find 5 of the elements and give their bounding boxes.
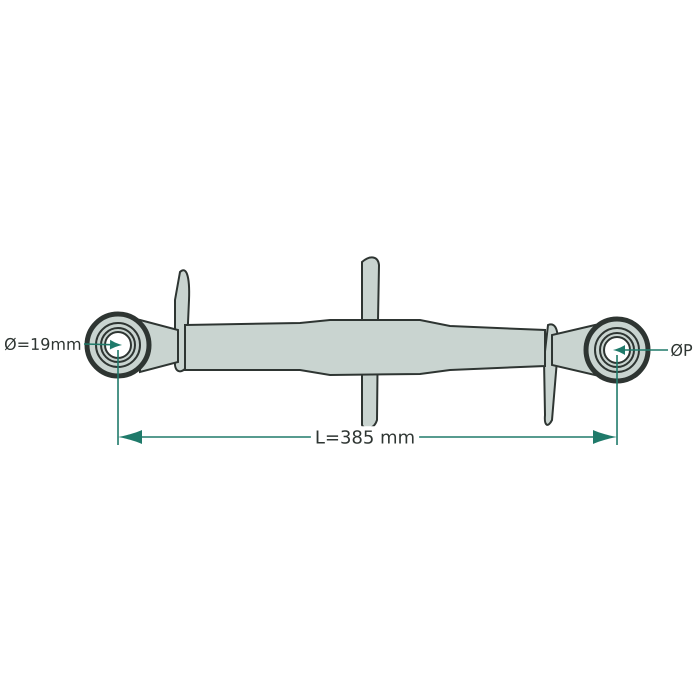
dimension-text: L=385 mm xyxy=(310,426,420,448)
leader-line xyxy=(84,340,120,350)
leader-line xyxy=(615,346,668,354)
dimension-text: ØP xyxy=(671,344,692,356)
dimension-text: Ø=19mm xyxy=(4,338,80,350)
